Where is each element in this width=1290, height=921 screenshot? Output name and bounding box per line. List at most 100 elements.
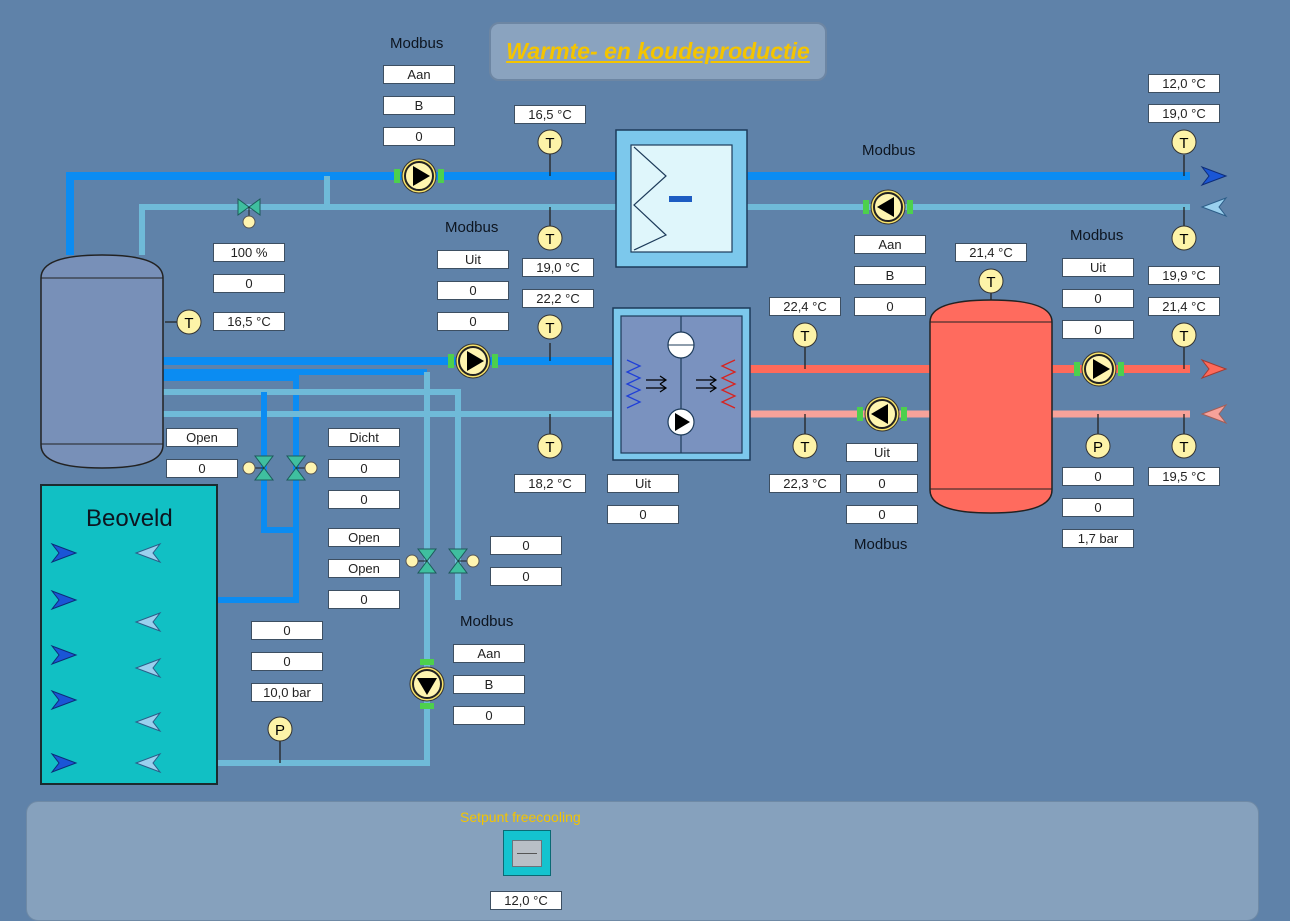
- return-pump-status[interactable]: Aan: [854, 235, 926, 254]
- sensor-bulb-hot-in-top: T: [792, 322, 818, 348]
- hx-pump-value[interactable]: 0: [437, 312, 509, 331]
- hot-return-pump-value[interactable]: 0: [846, 505, 918, 524]
- sensor-bulb-hot-return: T: [1171, 433, 1197, 459]
- return-pump-mode[interactable]: B: [854, 266, 926, 285]
- setpoint-display-icon: [512, 840, 542, 867]
- vessel-red: [929, 299, 1053, 514]
- mid-valve-right-value-2[interactable]: 0: [490, 567, 562, 586]
- well-pressure-value-2: 0: [251, 652, 323, 671]
- svg-text:T: T: [1179, 328, 1188, 345]
- hx-pump-mode[interactable]: 0: [437, 281, 509, 300]
- svg-text:T: T: [545, 135, 554, 152]
- well-pump-mode[interactable]: B: [453, 675, 525, 694]
- top-valve-position[interactable]: 100 %: [213, 243, 285, 262]
- setpoint-button[interactable]: [503, 830, 551, 876]
- pressure-bulb-vessel: P: [1085, 433, 1111, 459]
- sensor-bulb-hx-return-bottom: T: [537, 433, 563, 459]
- well-pressure-reading: 10,0 bar: [251, 683, 323, 702]
- sensor-bulb-hx-supply-mid: T: [537, 314, 563, 340]
- sensor-bulb-vessel: T: [978, 268, 1004, 294]
- heat-pump-value[interactable]: 0: [607, 505, 679, 524]
- beoveld-label: Beoveld: [86, 505, 173, 532]
- sensor-bulbs[interactable]: T T T T T T T T T T T T P P: [176, 129, 1197, 742]
- hot-supply-pump-value[interactable]: 0: [1062, 320, 1134, 339]
- well-pressure-value-1: 0: [251, 621, 323, 640]
- hot-supply-pump-status[interactable]: Uit: [1062, 258, 1134, 277]
- source-pump-value[interactable]: 0: [383, 127, 455, 146]
- page-title-text[interactable]: Warmte- en koudeproductie: [506, 38, 810, 64]
- vessel-temp-value: 21,4 °C: [955, 243, 1027, 262]
- vessel-pressure-reading: 1,7 bar: [1062, 529, 1134, 548]
- return-pump-comm-label: Modbus: [862, 142, 916, 159]
- mid-valve-right-value-1[interactable]: 0: [490, 536, 562, 555]
- pressure-bulb-well: P: [267, 716, 293, 742]
- hx-return-bottom-value: 18,2 °C: [514, 474, 586, 493]
- cold-supply-out-temp-value: 12,0 °C: [1148, 74, 1220, 93]
- hx-supply-mid-value: 22,2 °C: [522, 289, 594, 308]
- buffer-tank: [40, 254, 164, 469]
- setpoint-label: Setpunt freecooling: [460, 809, 581, 825]
- sensor-bulb-top-supply: T: [537, 129, 563, 155]
- hot-supply-pump-mode[interactable]: 0: [1062, 289, 1134, 308]
- source-pump-comm-label: Modbus: [390, 35, 444, 52]
- vessel-pressure-value-1: 0: [1062, 467, 1134, 486]
- source-pump-status[interactable]: Aan: [383, 65, 455, 84]
- hot-supply-out-value: 21,4 °C: [1148, 297, 1220, 316]
- hot-supply-pump-comm-label: Modbus: [1070, 227, 1124, 244]
- valves[interactable]: [237, 198, 480, 574]
- return-pump-value[interactable]: 0: [854, 297, 926, 316]
- svg-text:T: T: [986, 274, 995, 291]
- sensor-bulb-cold-return: T: [1171, 225, 1197, 251]
- hx-pump-comm-label: Modbus: [445, 219, 499, 236]
- well-pump-status[interactable]: Aan: [453, 644, 525, 663]
- svg-text:T: T: [800, 439, 809, 456]
- right-valve-value-2[interactable]: 0: [328, 490, 400, 509]
- heat-pump-unit: [612, 307, 751, 461]
- well-pump-comm-label: Modbus: [460, 613, 514, 630]
- sensor-bulb-cold-out: T: [1171, 129, 1197, 155]
- sensor-bulb-hot-supply: T: [1171, 322, 1197, 348]
- top-valve-value[interactable]: 0: [213, 274, 285, 293]
- svg-text:T: T: [545, 231, 554, 248]
- hx-pump-status[interactable]: Uit: [437, 250, 509, 269]
- setpoint-value[interactable]: 12,0 °C: [490, 891, 562, 910]
- freecooling-exchanger: [615, 129, 748, 268]
- svg-text:T: T: [545, 320, 554, 337]
- beoveld-field: [40, 484, 218, 785]
- left-valve-state[interactable]: Open: [166, 428, 238, 447]
- svg-text:T: T: [1179, 439, 1188, 456]
- hot-return-pump-mode[interactable]: 0: [846, 474, 918, 493]
- svg-text:T: T: [545, 439, 554, 456]
- hx-return-top-value: 19,0 °C: [522, 258, 594, 277]
- bottom-panel: [26, 801, 1259, 921]
- hot-in-bottom-value: 22,3 °C: [769, 474, 841, 493]
- sensor-bulb-hx-return-top: T: [537, 225, 563, 251]
- page-title[interactable]: Warmte- en koudeproductie: [489, 22, 827, 81]
- svg-text:T: T: [1179, 231, 1188, 248]
- cold-return-in-temp-value: 19,0 °C: [1148, 104, 1220, 123]
- svg-text:P: P: [1093, 439, 1103, 456]
- heat-pump-status[interactable]: Uit: [607, 474, 679, 493]
- hot-return-pump-comm-label: Modbus: [854, 536, 908, 553]
- top-supply-temp-value: 16,5 °C: [514, 105, 586, 124]
- mid-valve-left-state-2[interactable]: Open: [328, 559, 400, 578]
- sensor-bulb-buffer: T: [176, 309, 202, 335]
- source-pump-mode[interactable]: B: [383, 96, 455, 115]
- hot-in-top-value: 22,4 °C: [769, 297, 841, 316]
- svg-text:T: T: [1179, 135, 1188, 152]
- hot-return-pump-status[interactable]: Uit: [846, 443, 918, 462]
- svg-text:P: P: [275, 722, 285, 739]
- svg-text:T: T: [800, 328, 809, 345]
- left-valve-value[interactable]: 0: [166, 459, 238, 478]
- mid-valve-left-state-1[interactable]: Open: [328, 528, 400, 547]
- right-valve-value-1[interactable]: 0: [328, 459, 400, 478]
- buffer-temp-value: 16,5 °C: [213, 312, 285, 331]
- right-valve-state[interactable]: Dicht: [328, 428, 400, 447]
- hot-supply-top-value: 19,9 °C: [1148, 266, 1220, 285]
- mid-valve-left-value[interactable]: 0: [328, 590, 400, 609]
- well-pump-value[interactable]: 0: [453, 706, 525, 725]
- sensor-bulb-hot-in-bottom: T: [792, 433, 818, 459]
- vessel-pressure-value-2: 0: [1062, 498, 1134, 517]
- svg-text:T: T: [184, 315, 193, 332]
